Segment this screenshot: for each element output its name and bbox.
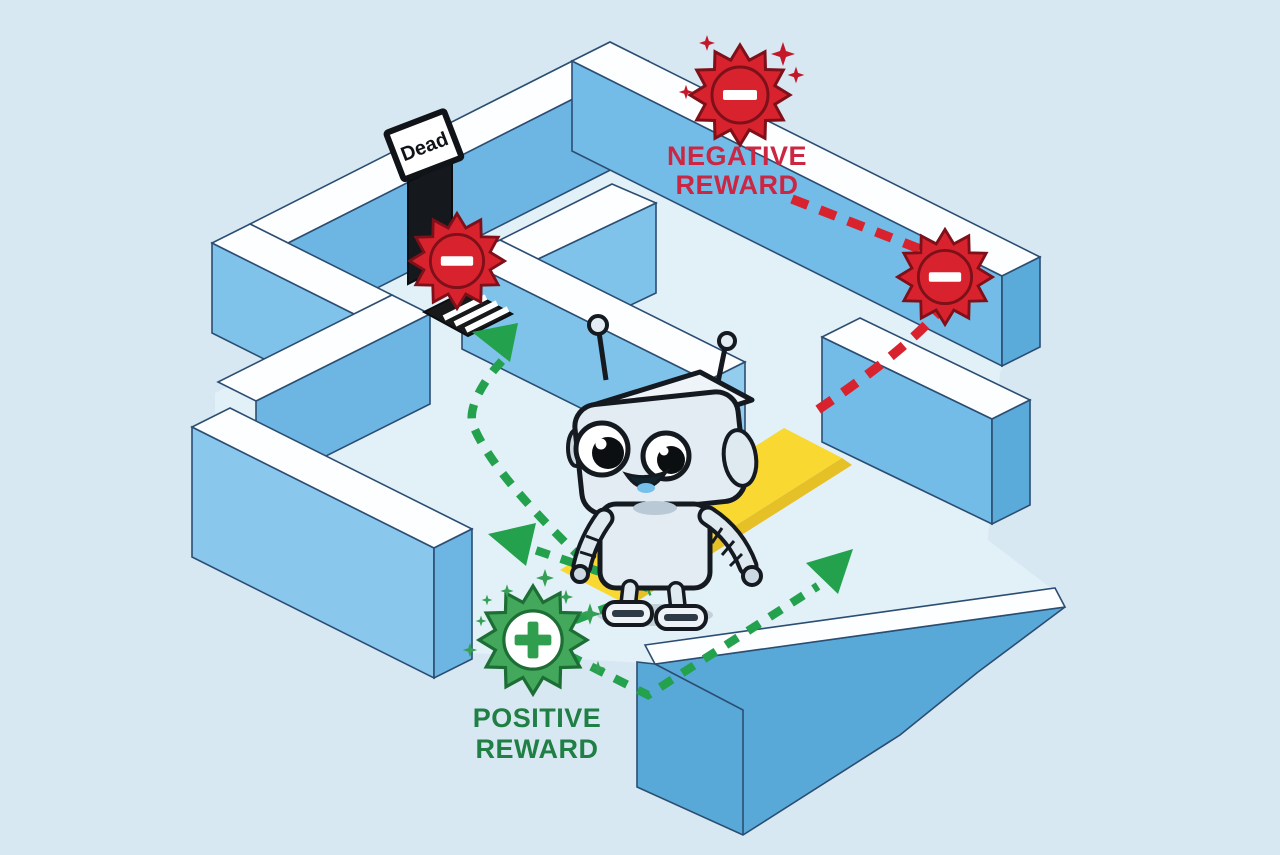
positive-reward-label: POSITIVE REWARD — [473, 703, 602, 764]
green-sparkles — [462, 569, 606, 676]
maze-walls — [190, 41, 1067, 836]
negative-path-dashes-lower — [813, 300, 950, 415]
green-dashes-to-deadend — [467, 351, 586, 564]
robot-character — [566, 314, 763, 631]
green-arrowhead-deadend — [472, 323, 518, 362]
negative-reward-line2: REWARD — [676, 170, 799, 200]
wall-bottom-right-top — [643, 587, 1067, 665]
red-sparkles — [678, 35, 805, 100]
negative-path-dashes-upper — [790, 194, 932, 258]
green-arrowhead-left — [488, 523, 536, 566]
wall-bottom-right-face — [636, 606, 1066, 836]
negative-reward-gear-top-icon — [687, 42, 793, 148]
green-arrowhead-up-right — [806, 549, 853, 594]
wall-mid-right-endcap — [991, 398, 1031, 526]
wall-left-chevron2-top — [216, 294, 432, 402]
negative-reward-gear-deadend-icon — [406, 210, 508, 312]
negative-reward-line1: NEGATIVE — [667, 141, 807, 171]
wall-bottom-left-endcap — [433, 527, 473, 680]
negative-reward-gear-right-icon — [894, 226, 996, 328]
positive-reward-line1: POSITIVE — [473, 703, 602, 733]
dead-sign: Dead — [383, 108, 465, 183]
positive-reward-line2: REWARD — [476, 734, 599, 764]
positive-reward-starburst-icon — [475, 582, 591, 698]
wall-top-right-endcap — [1001, 255, 1041, 368]
negative-reward-label: NEGATIVE REWARD — [667, 141, 807, 200]
